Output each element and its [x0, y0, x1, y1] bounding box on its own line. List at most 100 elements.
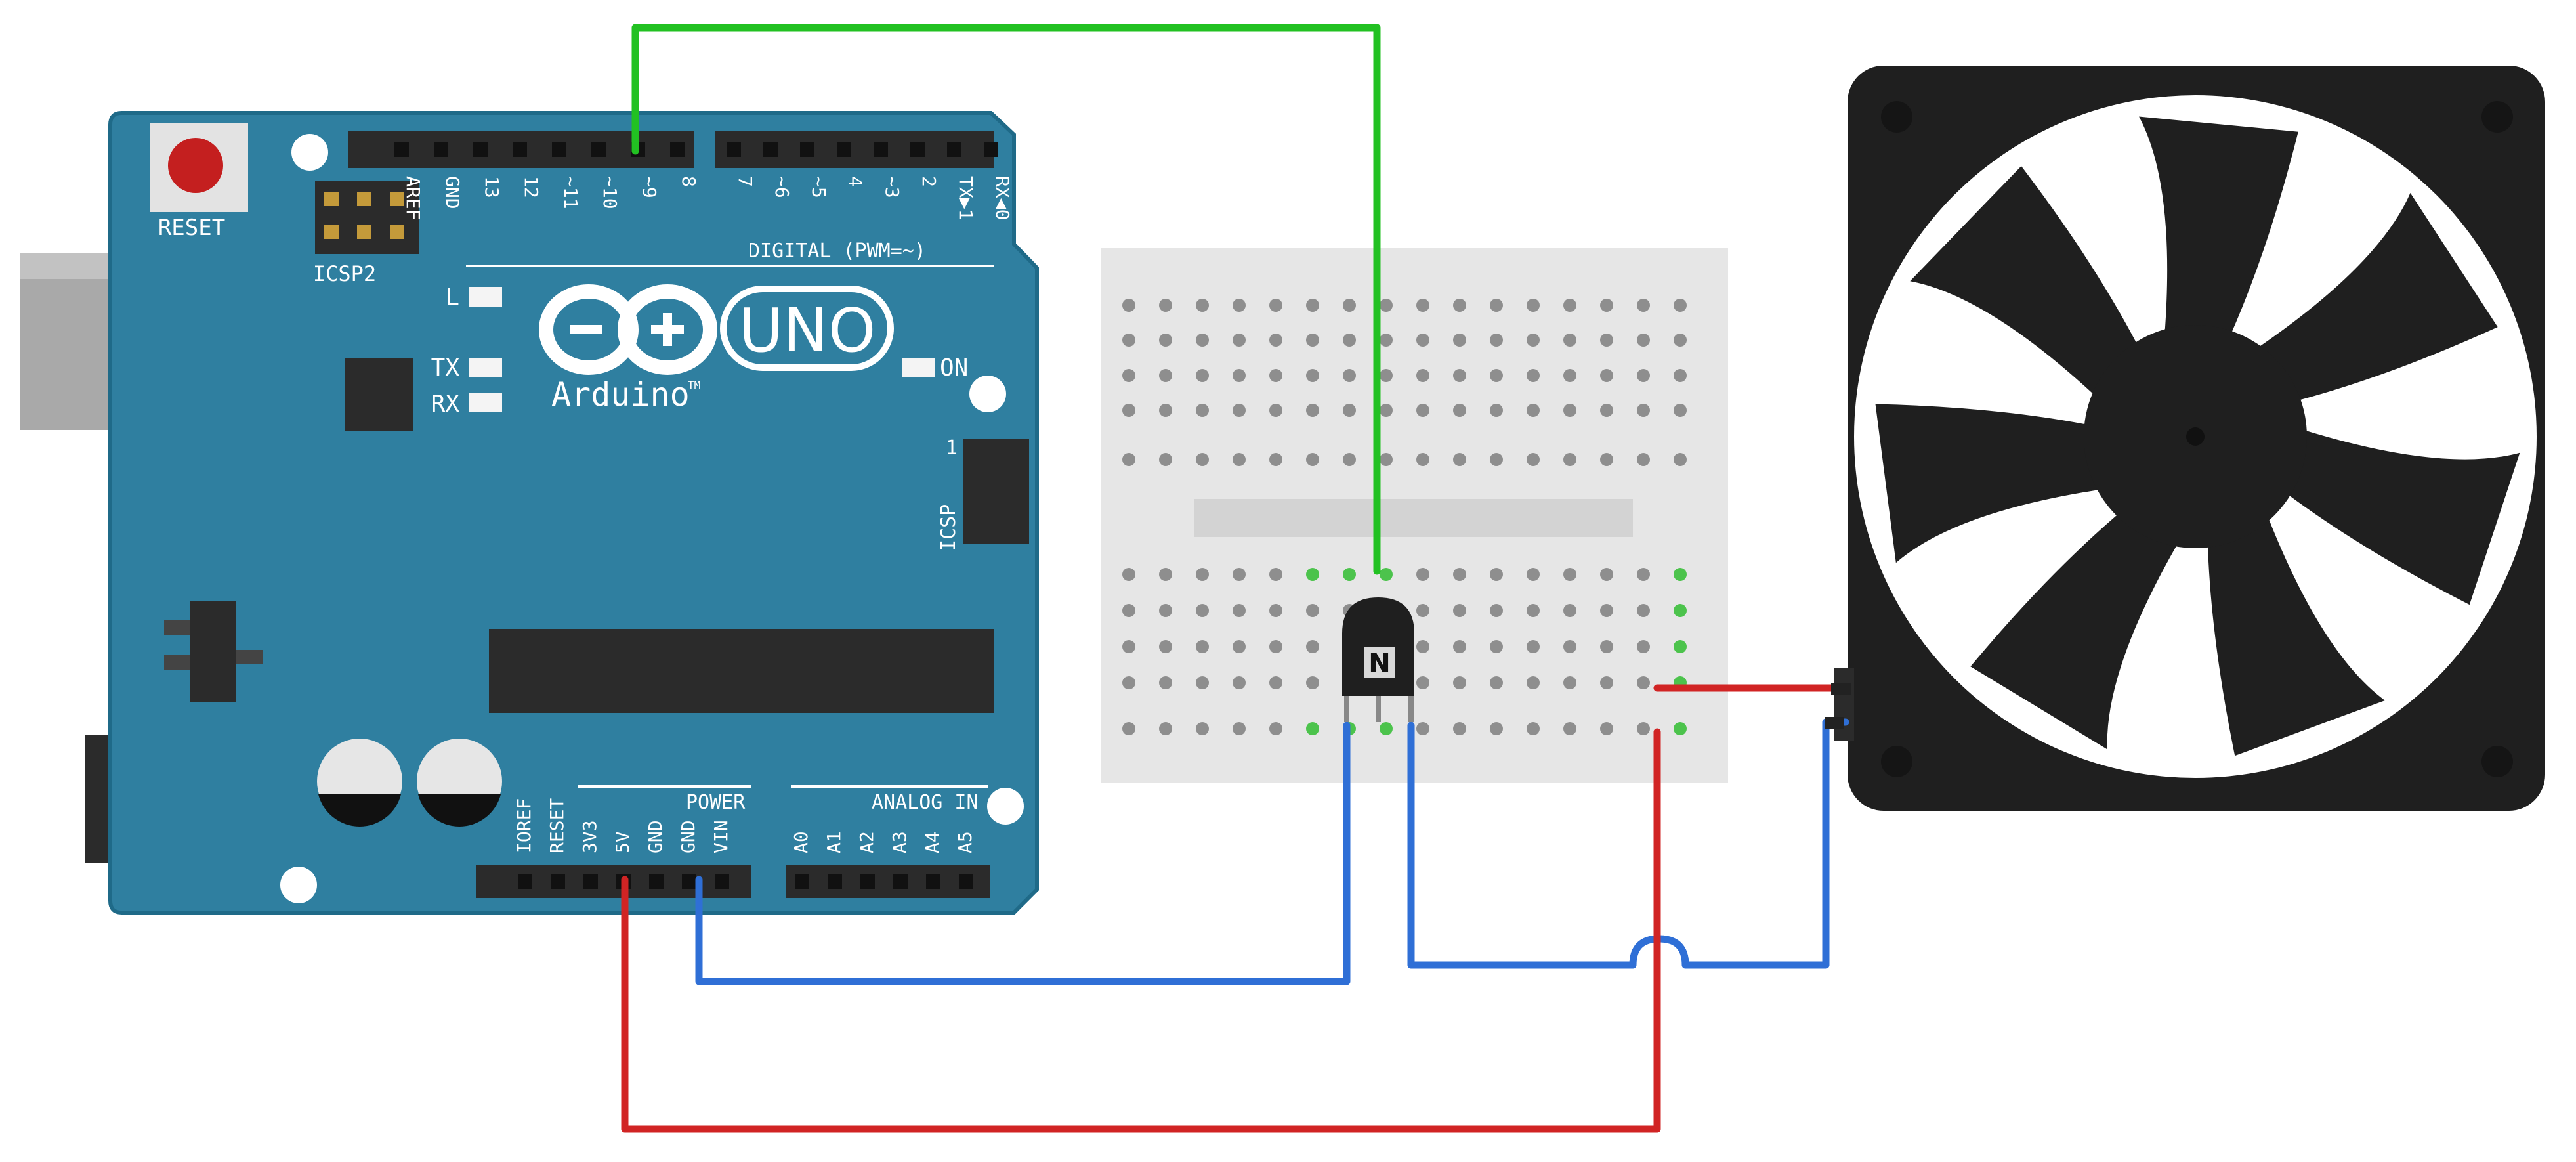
- header-pin-hole: [682, 874, 696, 889]
- breadboard-hole: [1380, 722, 1393, 735]
- header-pin-hole: [727, 142, 741, 157]
- mount-hole: [291, 134, 328, 171]
- breadboard: [1101, 248, 1728, 783]
- breadboard-hole: [1269, 369, 1282, 382]
- breadboard-hole: [1343, 453, 1356, 466]
- breadboard-hole: [1306, 640, 1319, 653]
- breadboard-hole: [1306, 676, 1319, 689]
- breadboard-hole: [1122, 299, 1135, 312]
- header-pin-hole: [860, 874, 875, 889]
- capacitor: [417, 739, 502, 827]
- pin-label: A1: [823, 831, 845, 853]
- breadboard-hole: [1527, 676, 1540, 689]
- mount-hole: [987, 788, 1024, 825]
- pin-label: 5V: [612, 831, 633, 853]
- pin-label: A2: [856, 831, 877, 853]
- pin-label: TX▶1: [955, 176, 977, 220]
- pin-label: IOREF: [513, 798, 535, 853]
- pin-label: A4: [921, 831, 943, 853]
- breadboard-hole: [1490, 299, 1503, 312]
- breadboard-hole: [1453, 404, 1466, 417]
- breadboard-hole: [1122, 404, 1135, 417]
- header-pin-hole: [518, 874, 532, 889]
- header-pin-hole: [795, 874, 809, 889]
- breadboard-hole: [1122, 334, 1135, 347]
- breadboard-hole: [1380, 404, 1393, 417]
- breadboard-hole: [1674, 299, 1687, 312]
- breadboard-hole: [1306, 334, 1319, 347]
- on-label: ON: [940, 355, 968, 381]
- breadboard-hole: [1563, 404, 1576, 417]
- led-on: [902, 358, 935, 377]
- icsp-label: ICSP: [937, 504, 960, 551]
- breadboard-hole: [1269, 404, 1282, 417]
- breadboard-hole: [1159, 369, 1172, 382]
- transistor-label-bg: [1364, 647, 1395, 678]
- breadboard-hole: [1159, 299, 1172, 312]
- breadboard-hole: [1159, 640, 1172, 653]
- breadboard-hole: [1453, 604, 1466, 617]
- icsp-header: [963, 439, 1029, 544]
- breadboard-hole: [1600, 404, 1613, 417]
- breadboard-hole: [1600, 568, 1613, 581]
- breadboard-hole: [1674, 334, 1687, 347]
- uno-label: UNO: [739, 295, 876, 366]
- fan-blade: [2279, 427, 2520, 605]
- breadboard-hole: [1196, 640, 1209, 653]
- breadboard-hole: [1674, 453, 1687, 466]
- breadboard-hole: [1159, 453, 1172, 466]
- pin-label: A3: [889, 831, 910, 853]
- breadboard-hole: [1269, 640, 1282, 653]
- breadboard-hole: [1600, 334, 1613, 347]
- fan-mount-hole: [2481, 101, 2513, 133]
- breadboard-hole: [1637, 676, 1650, 689]
- breadboard-hole: [1416, 299, 1429, 312]
- usb-interface-chip: [345, 358, 413, 431]
- breadboard-hole: [1490, 722, 1503, 735]
- pin-label: A5: [954, 831, 976, 853]
- breadboard-hole: [1269, 568, 1282, 581]
- breadboard-hole: [1380, 334, 1393, 347]
- breadboard-hole: [1306, 568, 1319, 581]
- breadboard-hole: [1563, 334, 1576, 347]
- breadboard-hole: [1233, 604, 1246, 617]
- icsp-pin1-label: 1: [946, 437, 958, 460]
- breadboard-hole: [1159, 722, 1172, 735]
- breadboard-hole: [1453, 299, 1466, 312]
- breadboard-hole: [1600, 369, 1613, 382]
- header-pin-hole: [473, 142, 488, 157]
- breadboard-hole: [1196, 676, 1209, 689]
- header-pin-hole: [394, 142, 409, 157]
- icsp2-header: [315, 181, 419, 254]
- breadboard-hole: [1159, 568, 1172, 581]
- breadboard-hole: [1600, 722, 1613, 735]
- pin-label: 3V3: [579, 820, 601, 853]
- breadboard-hole: [1527, 453, 1540, 466]
- fan-blades: [1875, 116, 2520, 756]
- breadboard-hole: [1416, 722, 1429, 735]
- breadboard-hole: [1453, 334, 1466, 347]
- header-pin-hole: [959, 874, 973, 889]
- breadboard-hole: [1416, 453, 1429, 466]
- fan-mount-hole: [1881, 746, 1912, 777]
- breadboard-hole: [1600, 453, 1613, 466]
- breadboard-hole: [1306, 299, 1319, 312]
- fan-blade: [1970, 507, 2184, 750]
- fan-blade: [1875, 404, 2112, 563]
- breadboard-hole: [1306, 404, 1319, 417]
- breadboard-hole: [1122, 604, 1135, 617]
- breadboard-hole: [1380, 299, 1393, 312]
- breadboard-hole: [1563, 568, 1576, 581]
- pin-label: 13: [481, 176, 503, 198]
- pin-label: ~11: [560, 176, 581, 209]
- breadboard-hole: [1600, 640, 1613, 653]
- breadboard-hole: [1637, 722, 1650, 735]
- breadboard-hole: [1453, 453, 1466, 466]
- pin-label: RESET: [546, 798, 568, 853]
- breadboard-hole: [1122, 568, 1135, 581]
- microcontroller-chip: [489, 629, 994, 713]
- fan-hub-center: [2186, 427, 2205, 446]
- header-pin-hole: [984, 142, 998, 157]
